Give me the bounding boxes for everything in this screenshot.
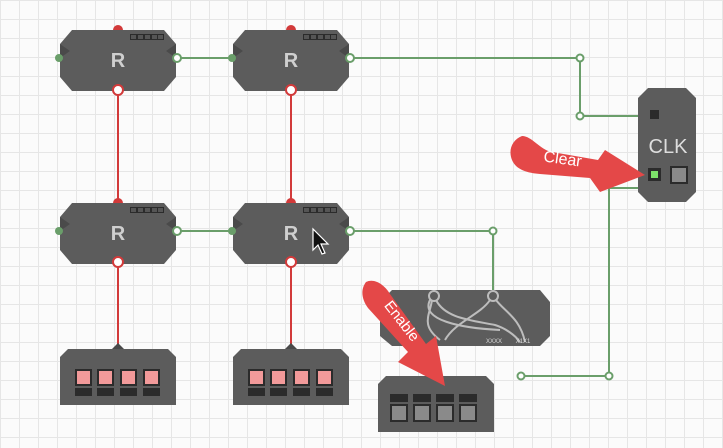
mux-label-right: X1X1 bbox=[516, 339, 531, 345]
input-port[interactable] bbox=[55, 54, 63, 62]
joint-node bbox=[604, 371, 614, 381]
clock-port[interactable] bbox=[113, 25, 123, 30]
joint-node bbox=[575, 111, 585, 121]
clock-button[interactable] bbox=[672, 168, 686, 182]
mouse-cursor-icon bbox=[312, 227, 330, 255]
input-port[interactable] bbox=[228, 54, 236, 62]
output-port[interactable] bbox=[345, 53, 355, 63]
register-4[interactable]: R bbox=[228, 198, 355, 268]
logic-block[interactable]: XXXX X1X1 bbox=[380, 290, 550, 346]
mux-label-left: XXXX bbox=[486, 339, 502, 345]
internal-wires bbox=[426, 299, 526, 343]
input-port[interactable] bbox=[228, 227, 236, 235]
led-on bbox=[122, 371, 135, 384]
output-port[interactable] bbox=[345, 226, 355, 236]
clock-component[interactable]: CLK bbox=[638, 88, 696, 202]
clock-led bbox=[651, 171, 658, 178]
led-on bbox=[318, 371, 331, 384]
wire-r2-clk bbox=[352, 57, 638, 117]
switch-off[interactable] bbox=[392, 406, 406, 420]
led-on bbox=[250, 371, 263, 384]
switch-off[interactable] bbox=[415, 406, 429, 420]
input-port[interactable] bbox=[55, 227, 63, 235]
output-port[interactable] bbox=[285, 256, 297, 268]
clock-port[interactable] bbox=[286, 198, 296, 203]
led-on bbox=[145, 371, 158, 384]
output-display-1[interactable] bbox=[60, 343, 176, 405]
clock-port[interactable] bbox=[286, 25, 296, 30]
output-port[interactable] bbox=[112, 256, 124, 268]
register-label: R bbox=[284, 50, 299, 72]
switch-off[interactable] bbox=[461, 406, 475, 420]
led-on bbox=[99, 371, 112, 384]
wire-mux-clk bbox=[521, 187, 642, 377]
register-label: R bbox=[284, 223, 299, 245]
output-port[interactable] bbox=[172, 53, 182, 63]
led-on bbox=[295, 371, 308, 384]
switch-bank[interactable] bbox=[378, 376, 494, 432]
joint-node bbox=[575, 53, 585, 63]
switch-off[interactable] bbox=[438, 406, 452, 420]
clock-port[interactable] bbox=[113, 198, 123, 203]
joint-node bbox=[488, 226, 498, 236]
input-port[interactable] bbox=[428, 290, 440, 302]
register-label: R bbox=[111, 50, 126, 72]
register-2[interactable]: R bbox=[228, 25, 355, 96]
register-3[interactable]: R bbox=[55, 198, 182, 268]
output-port[interactable] bbox=[112, 84, 124, 96]
output-port[interactable] bbox=[172, 226, 182, 236]
clock-label: CLK bbox=[649, 136, 689, 158]
joint-node bbox=[516, 371, 526, 381]
led-on bbox=[77, 371, 90, 384]
output-port[interactable] bbox=[285, 84, 297, 96]
input-port[interactable] bbox=[487, 290, 499, 302]
wire-joints bbox=[488, 53, 614, 381]
register-label: R bbox=[111, 223, 126, 245]
output-display-2[interactable] bbox=[233, 343, 349, 405]
clear-label: Clear bbox=[543, 148, 584, 170]
clear-callout: Clear bbox=[510, 136, 645, 192]
red-wires bbox=[117, 92, 292, 350]
led-on bbox=[272, 371, 285, 384]
clock-indicator bbox=[650, 110, 659, 119]
register-1[interactable]: R bbox=[55, 25, 182, 96]
